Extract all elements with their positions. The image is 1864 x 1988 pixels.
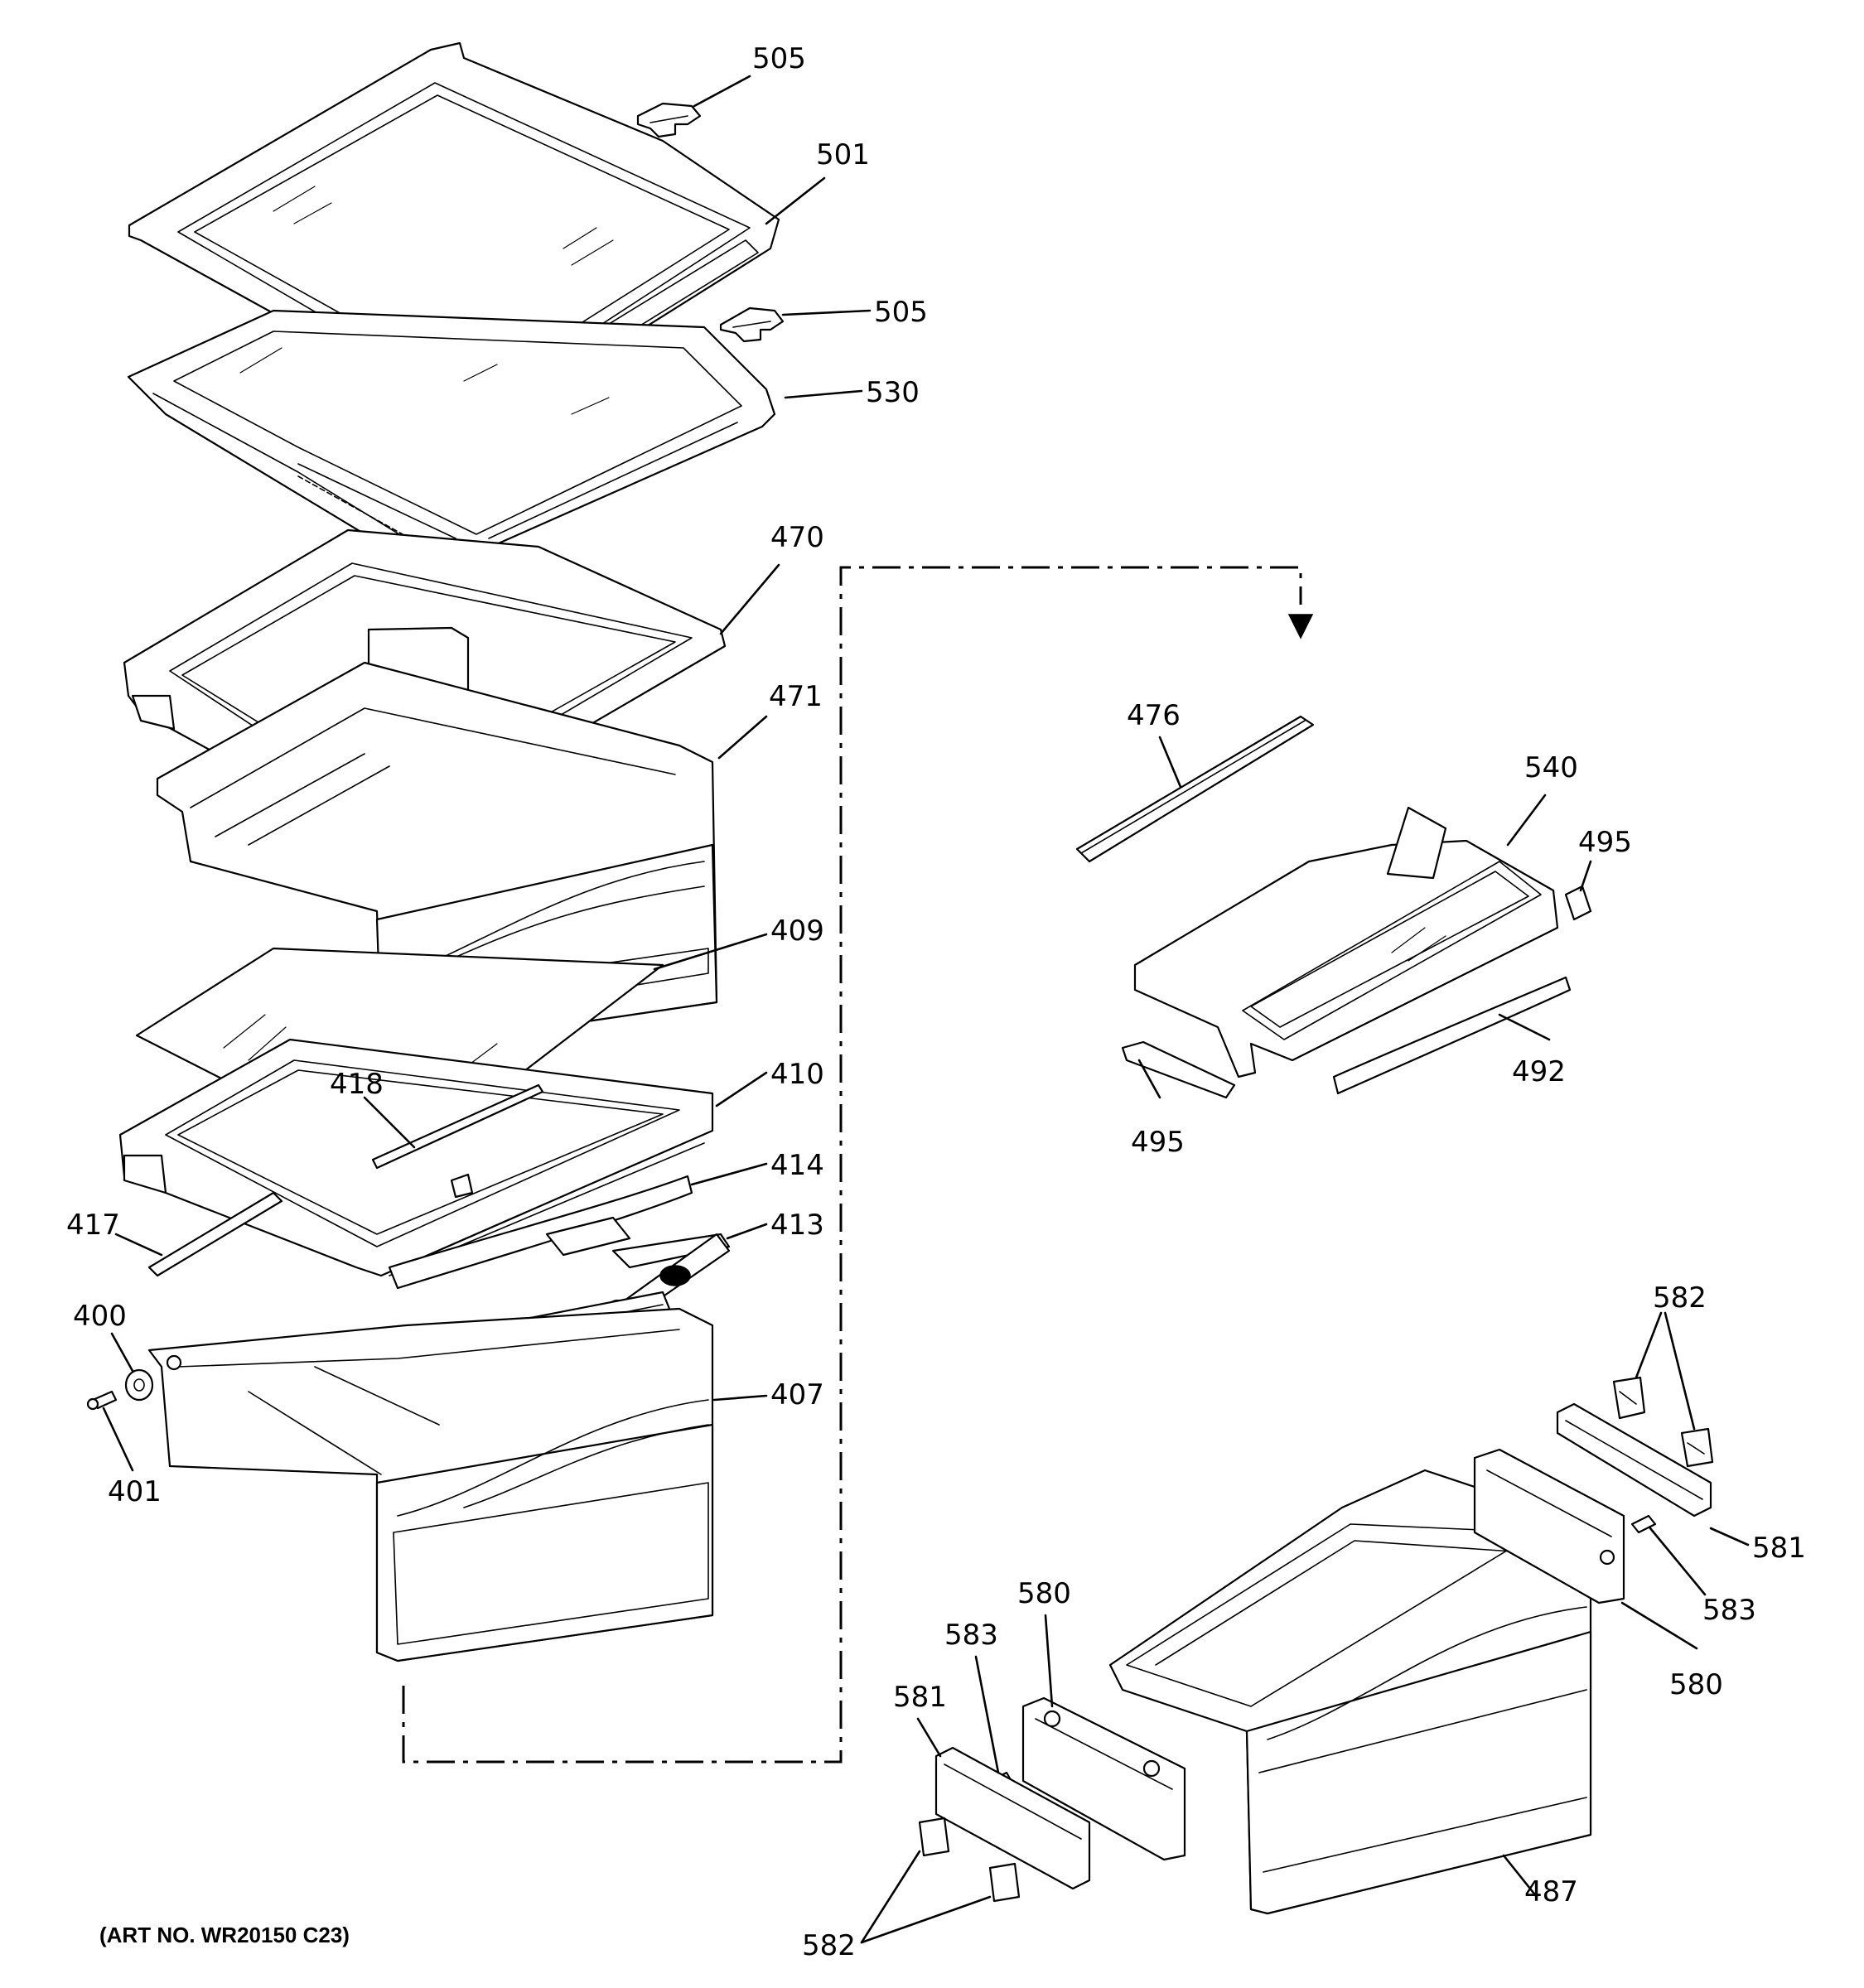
label-583-left: 583	[944, 1619, 998, 1652]
part-401-screw	[86, 1390, 118, 1411]
part-581-rail-right	[1556, 1402, 1712, 1518]
callout-labels: 505 501 505 530 470 471 409 418 410 414 …	[66, 42, 1806, 1962]
label-471: 471	[769, 680, 823, 713]
part-487-pan	[1108, 1469, 1592, 1915]
label-505-top: 505	[752, 42, 806, 75]
label-583-right: 583	[1702, 1594, 1756, 1627]
label-540: 540	[1524, 751, 1578, 784]
label-581-left: 581	[893, 1681, 947, 1714]
label-495-right: 495	[1578, 826, 1632, 859]
part-417-rod	[147, 1191, 283, 1277]
label-414: 414	[770, 1149, 824, 1182]
label-492: 492	[1512, 1055, 1566, 1088]
part-400-washer	[124, 1368, 154, 1402]
label-401: 401	[108, 1475, 162, 1508]
part-495-slide-right	[1564, 885, 1592, 921]
part-414-handle	[388, 1175, 693, 1290]
label-470: 470	[770, 521, 824, 554]
label-409: 409	[770, 914, 824, 948]
label-407: 407	[770, 1378, 824, 1411]
label-410: 410	[770, 1058, 824, 1091]
part-583-screw-right	[1630, 1514, 1657, 1534]
part-530-shelf-frame	[127, 309, 776, 590]
part-582-clip-top-right	[1680, 1427, 1714, 1468]
label-582-bottom: 582	[802, 1929, 856, 1962]
part-495-slide-left	[1121, 1040, 1236, 1099]
label-530: 530	[866, 376, 920, 409]
part-580-slide-right	[1473, 1448, 1625, 1604]
part-581-rail-left	[934, 1746, 1091, 1890]
art-number: (ART NO. WR20150 C23)	[99, 1923, 350, 1947]
part-540-drawer-cover	[1133, 806, 1559, 1078]
part-505-clip-mid	[719, 306, 785, 343]
part-476-trim-strip	[1075, 715, 1315, 863]
label-400: 400	[73, 1300, 127, 1333]
part-582-clip-bottom-left	[918, 1817, 950, 1857]
part-410-drawer-frame	[118, 1038, 714, 1277]
part-407-bottom-drawer	[147, 1307, 714, 1662]
label-501: 501	[816, 138, 870, 171]
label-580-left: 580	[1017, 1577, 1071, 1610]
label-417: 417	[66, 1209, 120, 1242]
label-413: 413	[770, 1209, 824, 1242]
label-505-mid: 505	[874, 296, 928, 329]
label-580-right: 580	[1669, 1668, 1723, 1701]
label-582-top: 582	[1653, 1281, 1707, 1315]
label-581-right: 581	[1752, 1532, 1806, 1565]
label-495-left: 495	[1131, 1126, 1185, 1159]
part-582-clip-top-left	[1612, 1376, 1646, 1420]
dash-dot-reference-line	[402, 566, 1314, 1764]
label-418: 418	[330, 1068, 384, 1101]
label-487: 487	[1524, 1875, 1578, 1908]
part-582-clip-bottom-right	[988, 1862, 1021, 1903]
leader-lines	[102, 75, 1750, 1944]
label-476: 476	[1127, 699, 1181, 732]
part-580-slide-left	[1021, 1696, 1186, 1861]
part-505-clip-top	[636, 102, 702, 138]
part-492-strip	[1332, 976, 1572, 1095]
